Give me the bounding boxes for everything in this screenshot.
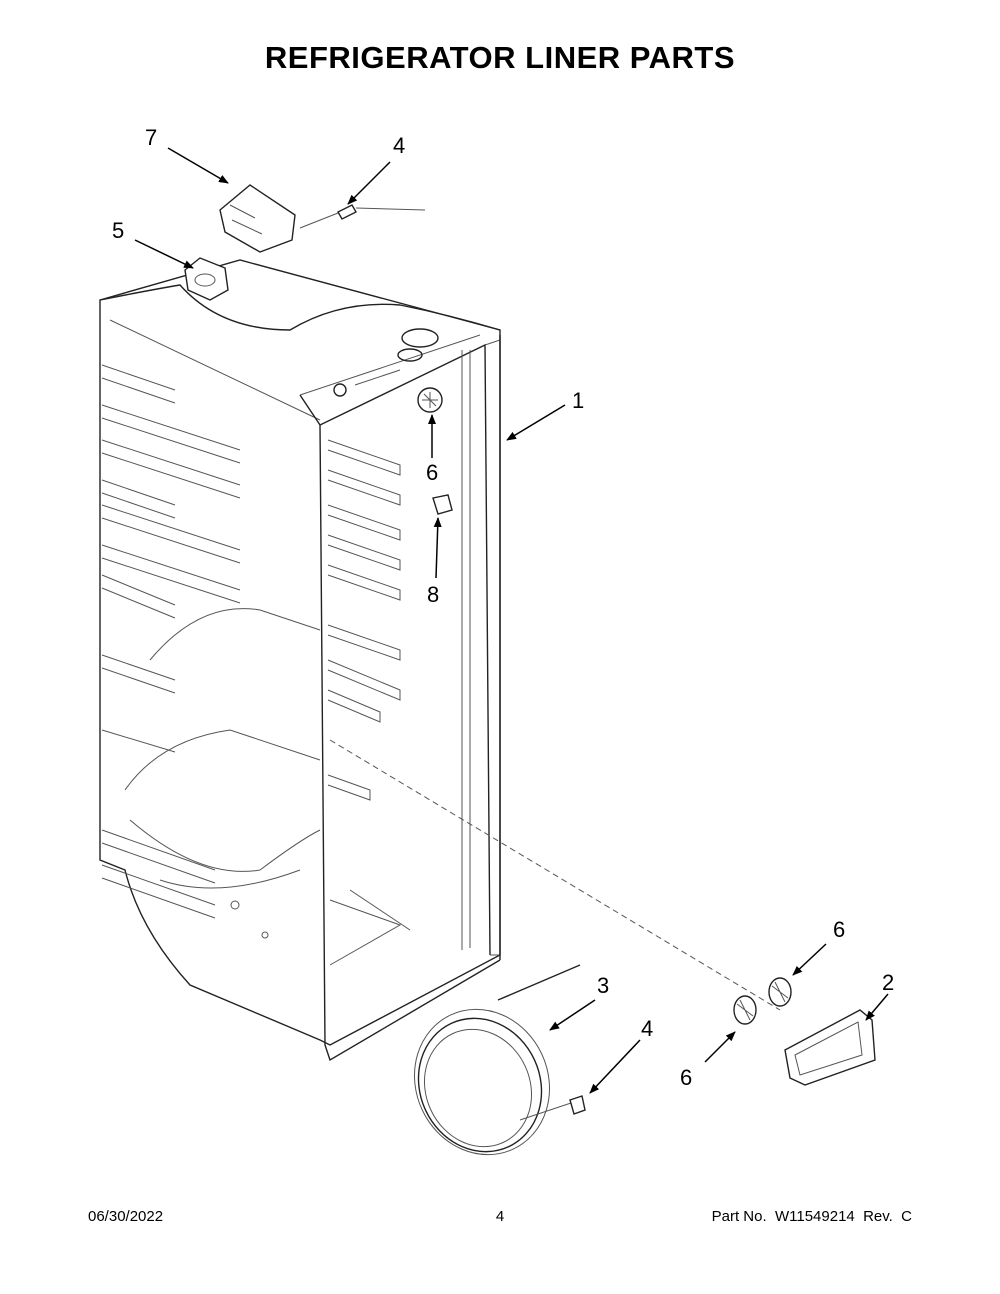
part-4-screw-bottom — [569, 1095, 586, 1115]
callout-3: 3 — [597, 973, 609, 998]
part-6-cap-lower-right — [768, 977, 792, 1007]
left-wall-rails — [101, 364, 241, 919]
callout-leaders — [134, 147, 889, 1094]
callout-4-bottom: 4 — [641, 1016, 653, 1041]
right-wall-rails — [327, 439, 401, 801]
part-7-cover — [219, 184, 296, 253]
footer-page-number: 4 — [495, 1208, 505, 1225]
callout-2: 2 — [882, 970, 894, 995]
part-5-bracket — [184, 257, 229, 301]
part-4-screw-top — [299, 204, 426, 229]
liner-assembly — [99, 259, 501, 1062]
page-title: REFRIGERATOR LINER PARTS — [264, 40, 736, 75]
part-6-cap-upper — [417, 387, 443, 413]
callout-5: 5 — [112, 218, 124, 243]
part-8-clip — [432, 494, 453, 515]
part-3-tube-coil — [414, 964, 581, 1156]
part-6-cap-lower-left — [733, 995, 757, 1025]
footer-date: 06/30/2022 — [88, 1208, 164, 1225]
footer-part-number: Part No. W11549214 Rev. C — [711, 1208, 912, 1225]
callout-7: 7 — [145, 125, 157, 150]
callout-8: 8 — [427, 582, 439, 607]
callout-6-lower-right: 6 — [833, 917, 845, 942]
callout-4-top: 4 — [393, 133, 405, 158]
callout-6-upper: 6 — [426, 460, 438, 485]
callout-1: 1 — [572, 388, 584, 413]
part-2-housing — [784, 1009, 876, 1086]
callout-6-lower-left: 6 — [680, 1065, 692, 1090]
